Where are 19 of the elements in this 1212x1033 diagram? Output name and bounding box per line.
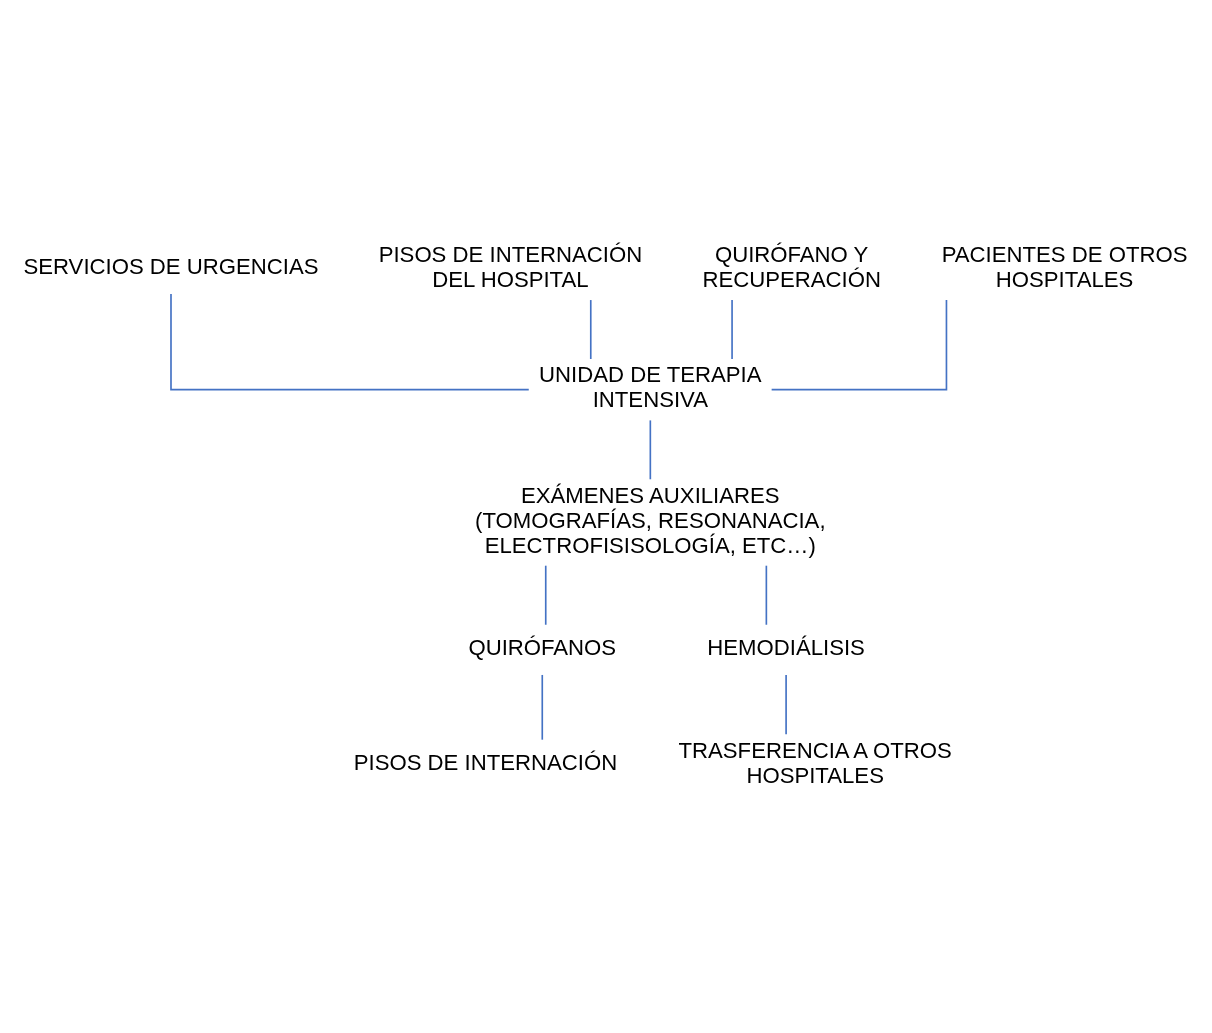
connector	[731, 298, 733, 360]
node-text: PISOS DE INTERNACIÓN	[353, 749, 618, 775]
node-text: HEMODIÁLISIS	[707, 634, 865, 660]
connector	[544, 564, 547, 626]
node-text: QUIRÓFANO Y RECUPERACIÓN	[702, 241, 881, 292]
node-text: TRASFERENCIA A OTROS HOSPITALES	[678, 737, 952, 788]
connector	[589, 298, 592, 360]
connector	[765, 564, 768, 626]
node-text: QUIRÓFANOS	[468, 634, 617, 660]
connector	[170, 292, 530, 390]
node-text: PACIENTES DE OTROS HOSPITALES	[941, 241, 1188, 292]
connector	[770, 298, 948, 390]
connector	[649, 419, 652, 480]
connector	[785, 673, 787, 735]
node-text: SERVICIOS DE URGENCIAS	[23, 253, 319, 279]
node-text: EXÁMENES AUXILIARES (TOMOGRAFÍAS, RESONANACIA, ELECTROFISISOLOGÍA, ETC…)	[475, 482, 826, 558]
node-text: UNIDAD DE TERAPIA INTENSIVA	[539, 361, 762, 412]
connector	[541, 673, 544, 740]
node-text: PISOS DE INTERNACIÓN DEL HOSPITAL	[378, 241, 643, 292]
